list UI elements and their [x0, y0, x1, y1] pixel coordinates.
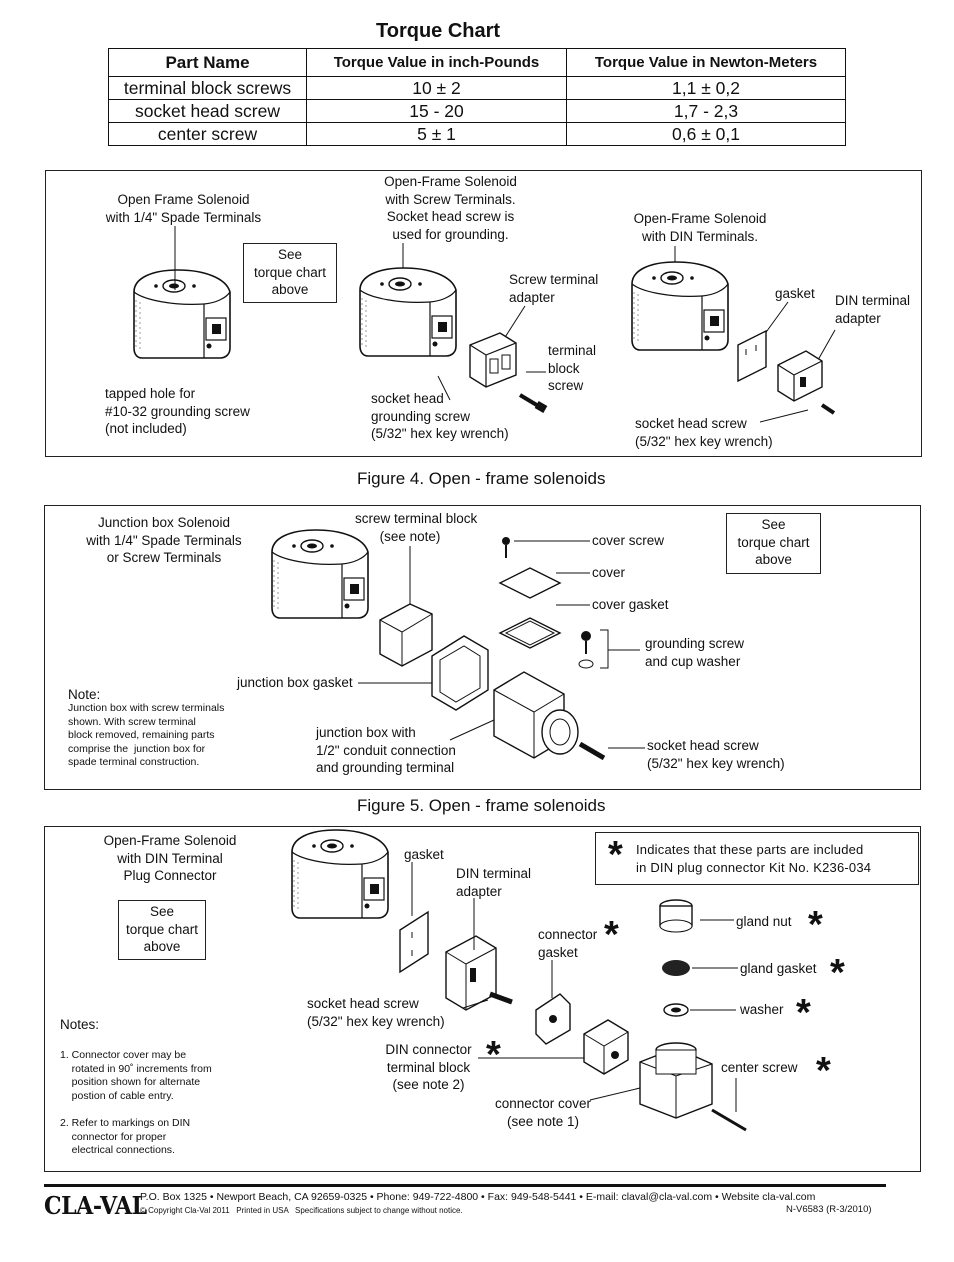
sol2-adapter-label: Screw terminal adapter [509, 272, 599, 305]
torque-table: Part Name Torque Value in inch-Pounds To… [108, 48, 846, 146]
cover-screw-label: cover screw [592, 533, 665, 548]
connector-gasket-star-icon: * [604, 914, 619, 956]
torque-chart-title: Torque Chart [376, 20, 501, 42]
footer-address: P.O. Box 1325 • Newport Beach, CA 92659-… [140, 1191, 816, 1203]
din-plug-title: Open-Frame Solenoid with DIN Terminal Pl… [103, 833, 237, 883]
header-inch-pounds: Torque Value in inch-Pounds [306, 48, 567, 77]
fig6-din-adapter-label: DIN terminal adapter [456, 866, 532, 899]
figure-5-caption: Figure 5. Open - frame solenoids [357, 796, 606, 815]
sol3-adapter-label: DIN terminal adapter [835, 293, 911, 326]
junction-box-label: junction box with 1/2" conduit connectio… [316, 725, 456, 775]
washer-star-icon: * [796, 992, 811, 1034]
footer-rule [44, 1184, 886, 1187]
cell-inch-pounds: 5 ± 1 [306, 122, 567, 146]
grounding-screw-label: grounding screw and cup washer [645, 636, 745, 669]
din-connector-star-icon: * [486, 1034, 501, 1076]
sol2-socket-head-label: socket head grounding screw (5/32" hex k… [371, 391, 509, 441]
fig6-socket-head-label: socket head screw (5/32" hex key wrench) [307, 996, 445, 1029]
cover-label: cover [592, 565, 626, 580]
cell-part: center screw [108, 122, 307, 146]
sol2-title: Open-Frame Solenoid with Screw Terminals… [384, 174, 517, 242]
footer-doc-id: N-V6583 (R-3/2010) [786, 1204, 872, 1215]
cell-part: terminal block screws [108, 76, 307, 100]
washer-label: washer [740, 1002, 784, 1017]
sol3-title: Open-Frame Solenoid with DIN Terminals. [633, 211, 767, 244]
fig4-see-torque-box: See torque chart above [243, 243, 337, 303]
screw-terminal-block-label: screw terminal block (see note) [355, 511, 478, 544]
sol3-socket-head-label: socket head screw (5/32" hex key wrench) [635, 416, 773, 449]
kit-note-text: Indicates that these parts are included … [636, 842, 872, 875]
header-newton-meters: Torque Value in Newton-Meters [566, 48, 846, 77]
din-connector-label: DIN connector terminal block (see note 2… [385, 1042, 472, 1092]
sol2-terminal-block-label: terminal block screw [548, 343, 597, 393]
cla-val-logo: CLA-VAL [44, 1191, 147, 1220]
kit-note-box [595, 832, 919, 885]
fig5-socket-head-label: socket head screw (5/32" hex key wrench) [647, 738, 785, 771]
table-row: center screw 5 ± 1 0,6 ± 0,1 [108, 122, 846, 146]
fig6-note-2: 2. Refer to markings on DIN connector fo… [60, 1117, 191, 1156]
center-screw-label: center screw [721, 1060, 798, 1075]
cell-newton-meters: 0,6 ± 0,1 [566, 122, 846, 146]
connector-cover-label: connector cover (see note 1) [494, 1096, 592, 1129]
figure-4-panel [45, 170, 922, 457]
figure-4-caption: Figure 4. Open - frame solenoids [357, 469, 606, 488]
fig6-see-torque-box: See torque chart above [118, 900, 206, 960]
table-row: terminal block screws 10 ± 2 1,1 ± 0,2 [108, 76, 846, 100]
din-adapter-drawing [737, 329, 836, 415]
gland-gasket-label: gland gasket [740, 961, 817, 976]
sol1-tapped-hole-label: tapped hole for #10-32 grounding screw (… [105, 386, 250, 436]
gland-nut-star-icon: * [808, 904, 823, 946]
cover-gasket-label: cover gasket [592, 597, 669, 612]
center-screw-star-icon: * [816, 1050, 831, 1092]
sol3-gasket-label: gasket [775, 286, 815, 301]
sol1-title: Open Frame Solenoid with 1/4" Spade Term… [105, 192, 262, 225]
fig6-note-1: 1. Connector cover may be rotated in 90˚… [60, 1049, 212, 1102]
kit-star-icon: * [608, 834, 623, 876]
table-header-row: Part Name Torque Value in inch-Pounds To… [108, 48, 846, 77]
figure-6-panel [44, 826, 921, 1172]
cell-part: socket head screw [108, 99, 307, 123]
gland-gasket-star-icon: * [830, 952, 845, 994]
fig5-note-text: Junction box with screw terminals shown.… [68, 702, 225, 768]
junction-gasket-label: junction box gasket [237, 675, 353, 690]
fig5-see-torque-box: See torque chart above [726, 513, 821, 574]
figure-5-panel [44, 505, 921, 790]
connector-gasket-label: connector gasket [538, 927, 598, 960]
header-part-name: Part Name [108, 48, 307, 77]
footer-copyright: © Copyright Cla-Val 2011 Printed in USA … [140, 1206, 463, 1215]
fig6-notes-title: Notes: [60, 1017, 100, 1032]
fig5-note-title: Note: [68, 687, 101, 702]
gland-nut-label: gland nut [736, 914, 792, 929]
screw-terminal-adapter-drawing [469, 332, 548, 413]
fig6-gasket-label: gasket [404, 847, 444, 862]
junction-title: Junction box Solenoid with 1/4" Spade Te… [86, 515, 242, 565]
